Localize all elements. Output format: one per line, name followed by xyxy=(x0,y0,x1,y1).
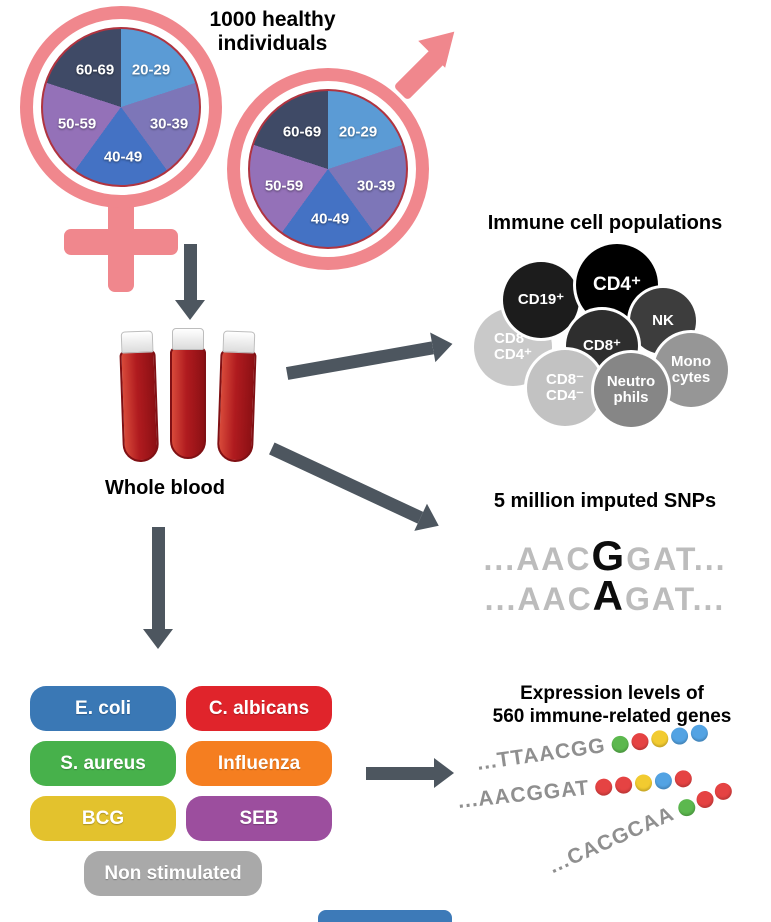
male-pie-label-60-69: 60-69 xyxy=(282,123,322,141)
tube-body-icon xyxy=(216,349,257,463)
stimulus-non-stimulated-label: Non stimulated xyxy=(104,862,242,884)
arrow-stimuli-to-expression xyxy=(366,758,454,788)
arrow-head xyxy=(434,758,454,788)
cell-cd19-label: CD19⁺ xyxy=(517,290,565,308)
blood-tube-1 xyxy=(115,330,164,463)
probe-dot xyxy=(649,728,670,748)
snp-seq2-variant: A xyxy=(592,572,626,619)
snps-title: 5 million imputed SNPs xyxy=(493,490,717,512)
probe-dot xyxy=(711,779,735,803)
probe-dot xyxy=(669,725,689,746)
arrow-shaft xyxy=(285,340,434,380)
female-pie-label-20-29: 20-29 xyxy=(131,61,171,79)
cell-cd8neg-cd4neg-label: CD8⁻ CD4⁻ xyxy=(546,370,584,404)
probe-dot xyxy=(689,723,709,743)
expression-title-line1: Expression levels of xyxy=(520,683,704,704)
probe-dot xyxy=(610,734,630,754)
stimulus-saureus-label: S. aureus xyxy=(60,752,146,774)
expression-title-line2: 560 immune-related genes xyxy=(492,705,732,727)
whole-blood-label: Whole blood xyxy=(105,477,225,499)
tube-cap-icon xyxy=(172,328,204,350)
cell-cd8neg-cd4neg: CD8⁻ CD4⁻ xyxy=(527,350,603,426)
cohort-title: 1000 healthy individuals xyxy=(180,8,365,55)
snp-seq2-pre: ...AAC xyxy=(484,581,593,617)
male-pie-label-30-39: 30-39 xyxy=(356,177,396,195)
probe-dot xyxy=(675,796,698,819)
female-age-pie: 20-29 30-39 40-49 50-59 60-69 xyxy=(41,27,201,187)
tube-cap-icon xyxy=(222,330,256,354)
expression-seq-3: ...CACGCAA xyxy=(545,802,678,879)
female-pie-label-60-69: 60-69 xyxy=(75,61,115,79)
stimulus-seb: SEB xyxy=(186,796,332,841)
probe-dot xyxy=(634,773,653,792)
arrow-head xyxy=(175,300,205,320)
stimulus-ecoli-label: E. coli xyxy=(75,697,131,719)
tube-body-icon xyxy=(119,349,160,463)
stimulus-influenza: Influenza xyxy=(186,741,332,786)
arrow-head xyxy=(143,629,173,649)
cell-cd8-label: CD8⁺ xyxy=(583,336,621,354)
stimulus-calbicans: C. albicans xyxy=(186,686,332,731)
female-pie-label-40-49: 40-49 xyxy=(103,148,143,166)
expression-seq-1: ...TTAACGG xyxy=(475,734,608,775)
tube-body-icon xyxy=(170,347,206,459)
stimulus-calbicans-label: C. albicans xyxy=(208,697,310,719)
arrow-shaft xyxy=(151,527,165,629)
cohort-title-line1: 1000 healthy xyxy=(209,8,336,31)
stimulus-non-stimulated: Non stimulated xyxy=(84,851,262,896)
probe-dot xyxy=(654,771,673,790)
probe-dot xyxy=(674,768,693,788)
arrow-cohort-to-blood xyxy=(175,244,205,320)
arrow-blood-to-immune-cells xyxy=(284,329,456,388)
arrow-shaft xyxy=(183,244,197,300)
cohort-title-line2: individuals xyxy=(217,31,328,55)
stimulus-saureus: S. aureus xyxy=(30,741,176,786)
male-age-pie: 20-29 30-39 40-49 50-59 60-69 xyxy=(248,89,408,249)
cell-monocytes-label: Mono cytes xyxy=(671,352,711,386)
snp-sequence-2: ...AACAGAT... xyxy=(445,572,765,620)
arrow-blood-to-snps xyxy=(266,434,446,540)
arrow-shaft xyxy=(366,766,434,780)
stimulus-bcg: BCG xyxy=(30,796,176,841)
cell-neutrophils: Neutro phils xyxy=(594,353,668,427)
male-pie-label-20-29: 20-29 xyxy=(338,123,378,141)
probe-dot xyxy=(614,775,634,794)
expression-seq-2: ...AACGGAT xyxy=(456,776,591,813)
probe-dot xyxy=(594,777,614,797)
arrow-head xyxy=(430,329,456,363)
expression-title: Expression levels of 560 immune-related … xyxy=(462,683,762,729)
snp-seq1-post: GAT... xyxy=(626,541,727,577)
female-symbol-crossbar xyxy=(64,229,178,255)
arrow-shaft xyxy=(269,442,424,524)
stimulus-influenza-label: Influenza xyxy=(217,752,301,774)
cell-neutrophils-label: Neutro phils xyxy=(606,372,656,406)
male-pie-label-40-49: 40-49 xyxy=(310,210,350,228)
female-pie-label-30-39: 30-39 xyxy=(149,115,189,133)
cropped-blue-box xyxy=(318,910,452,922)
immune-populations-title: Immune cell populations xyxy=(487,212,723,234)
snp-sequence-1: ...AACGGAT... xyxy=(445,532,765,580)
snp-seq2-post: GAT... xyxy=(625,581,726,617)
snp-seq1-pre: ...AAC xyxy=(483,541,592,577)
cell-cd19: CD19⁺ xyxy=(503,262,579,338)
probe-dot xyxy=(693,787,716,811)
stimulus-bcg-label: BCG xyxy=(81,807,125,829)
female-pie-label-50-59: 50-59 xyxy=(57,115,97,133)
probe-dot xyxy=(630,731,650,751)
cell-nk-label: NK xyxy=(652,311,674,329)
cell-cd4-label: CD4⁺ xyxy=(592,273,642,295)
snp-seq1-variant: G xyxy=(591,532,627,579)
arrow-blood-to-stimuli xyxy=(143,527,173,649)
blood-tube-2 xyxy=(166,328,210,459)
stimulus-ecoli: E. coli xyxy=(30,686,176,731)
tube-cap-icon xyxy=(120,330,154,354)
male-pie-label-50-59: 50-59 xyxy=(264,177,304,195)
blood-tube-3 xyxy=(213,330,262,463)
cell-cd8pos-cd4pos-label: CD8⁺ CD4⁺ xyxy=(494,329,532,363)
stimulus-seb-label: SEB xyxy=(239,807,279,829)
